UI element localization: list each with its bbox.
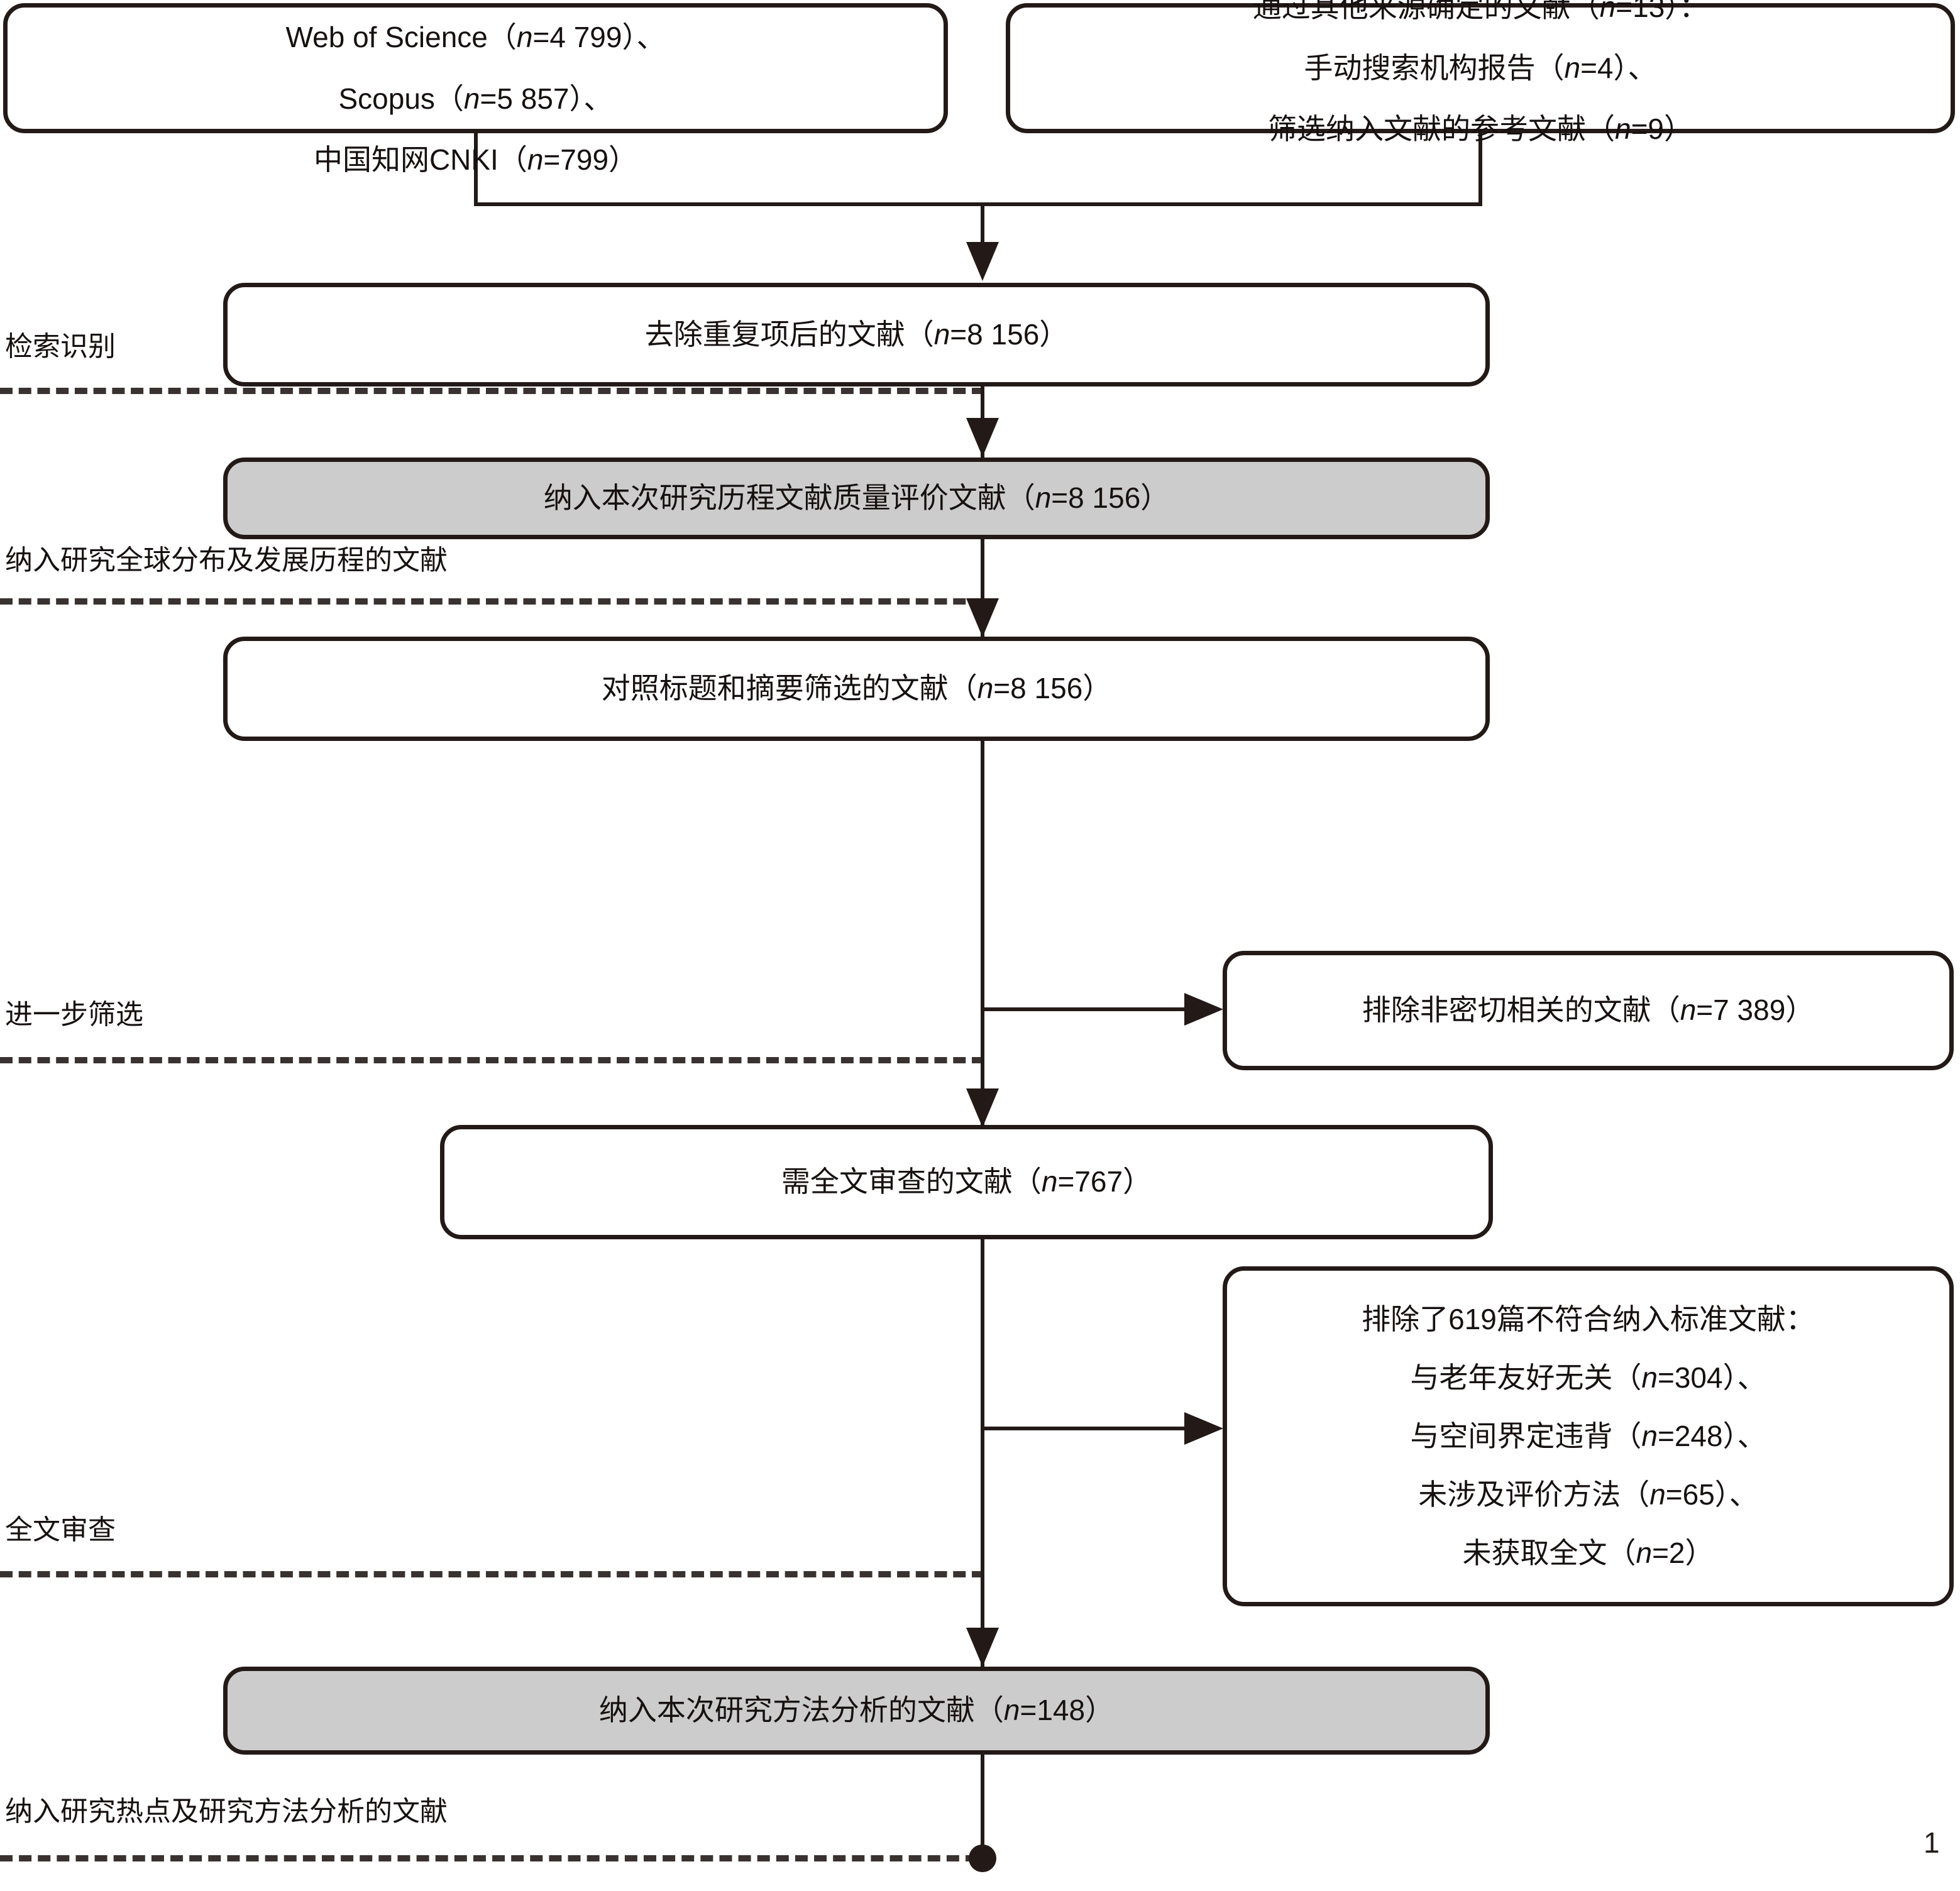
connector-db-down	[474, 133, 478, 206]
connector-method-to-terminus	[981, 1755, 984, 1860]
excluded-criteria-line-5: 未获取全文（n=2）	[1462, 1537, 1714, 1570]
excluded-criteria-line-1: 排除了619篇不符合纳入标准文献：	[1362, 1302, 1815, 1335]
arrow-to-screen	[966, 598, 999, 637]
connector-fulltext-trunk	[981, 1239, 984, 1491]
connector-quality-to-screen	[981, 539, 984, 637]
separator-global-distribution	[0, 598, 984, 605]
box-title-abstract-screen: 对照标题和摘要筛选的文献（n=8 156）	[223, 637, 1490, 741]
separator-hotspots-methods	[0, 1855, 978, 1861]
box-method-analysis: 纳入本次研究方法分析的文献（n=148）	[223, 1667, 1490, 1755]
arrow-to-method-analysis	[966, 1628, 999, 1667]
excluded-criteria-line-4: 未涉及评价方法（n=65）、	[1418, 1478, 1758, 1511]
stage-label-global-distribution: 纳入研究全球分布及发展历程的文献	[5, 545, 448, 576]
excluded-not-relevant-label: 排除非密切相关的文献（n=7 389）	[1362, 994, 1815, 1027]
box-fulltext-review: 需全文审查的文献（n=767）	[440, 1125, 1493, 1239]
stage-label-fulltext-review: 全文审查	[5, 1515, 116, 1545]
db-sources-line-2: Web of Science（n=4 799）、	[285, 21, 666, 54]
excluded-criteria-line-3: 与空间界定违背（n=248）、	[1410, 1419, 1766, 1452]
separator-further-screening	[0, 1057, 984, 1063]
box-deduplicated: 去除重复项后的文献（n=8 156）	[223, 283, 1490, 386]
connector-fulltext-to-method	[981, 1491, 984, 1692]
separator-fulltext-review	[0, 1571, 984, 1577]
stage-label-identification: 检索识别	[5, 331, 116, 362]
arrow-to-dedup	[966, 242, 999, 281]
other-sources-line-1: 通过其他来源确定的文献（n=13）：	[1252, 0, 1709, 23]
other-sources-line-3: 筛选纳入文献的参考文献（n=9）	[1267, 112, 1693, 146]
db-sources-line-4: 中国知网CNKI（n=799）	[313, 143, 638, 176]
connector-branch-criteria	[981, 1427, 1188, 1430]
excluded-criteria-line-2: 与老年友好无关（n=304）、	[1410, 1361, 1766, 1394]
box-database-sources: 通过数据库检索确定的文献（n=11 455）： Web of Science（n…	[3, 3, 948, 176]
connector-screen-to-fulltext	[981, 923, 984, 1131]
connector-merge-stem	[981, 202, 984, 245]
title-abstract-screen-label: 对照标题和摘要筛选的文献（n=8 156）	[601, 672, 1112, 705]
deduplicated-label: 去除重复项后的文献（n=8 156）	[644, 317, 1069, 351]
arrow-to-quality	[966, 418, 999, 457]
terminus-dot	[969, 1844, 996, 1872]
figure-number: 1	[1924, 1826, 1940, 1859]
stage-label-hotspots-methods: 纳入研究热点及研究方法分析的文献	[5, 1796, 448, 1827]
arrow-to-fulltext	[966, 1088, 999, 1127]
db-sources-line-3: Scopus（n=5 857）、	[338, 82, 613, 115]
box-other-sources: 通过其他来源确定的文献（n=13）： 手动搜索机构报告（n=4）、 筛选纳入文献…	[1006, 0, 1955, 145]
arrow-to-excluded-criteria	[1184, 1412, 1223, 1445]
other-sources-line-2: 手动搜索机构报告（n=4）、	[1304, 51, 1657, 84]
separator-identification	[0, 388, 984, 394]
stage-label-further-screening: 进一步筛选	[5, 999, 143, 1030]
connector-merge-bar	[474, 202, 1482, 206]
quality-assessment-label: 纳入本次研究历程文献质量评价文献（n=8 156）	[543, 481, 1170, 515]
connector-branch-not-relevant	[981, 1007, 1188, 1011]
fulltext-review-label: 需全文审查的文献（n=767）	[781, 1165, 1152, 1198]
arrow-to-not-relevant	[1184, 993, 1223, 1026]
box-excluded-criteria: 排除了619篇不符合纳入标准文献： 与老年友好无关（n=304）、 与空间界定违…	[1223, 1266, 1954, 1606]
connector-screen-trunk	[981, 741, 984, 923]
box-quality-assessment: 纳入本次研究历程文献质量评价文献（n=8 156）	[223, 458, 1490, 539]
method-analysis-label: 纳入本次研究方法分析的文献（n=148）	[598, 1694, 1115, 1727]
connector-other-down	[1478, 133, 1482, 206]
box-excluded-not-relevant: 排除非密切相关的文献（n=7 389）	[1223, 951, 1954, 1070]
